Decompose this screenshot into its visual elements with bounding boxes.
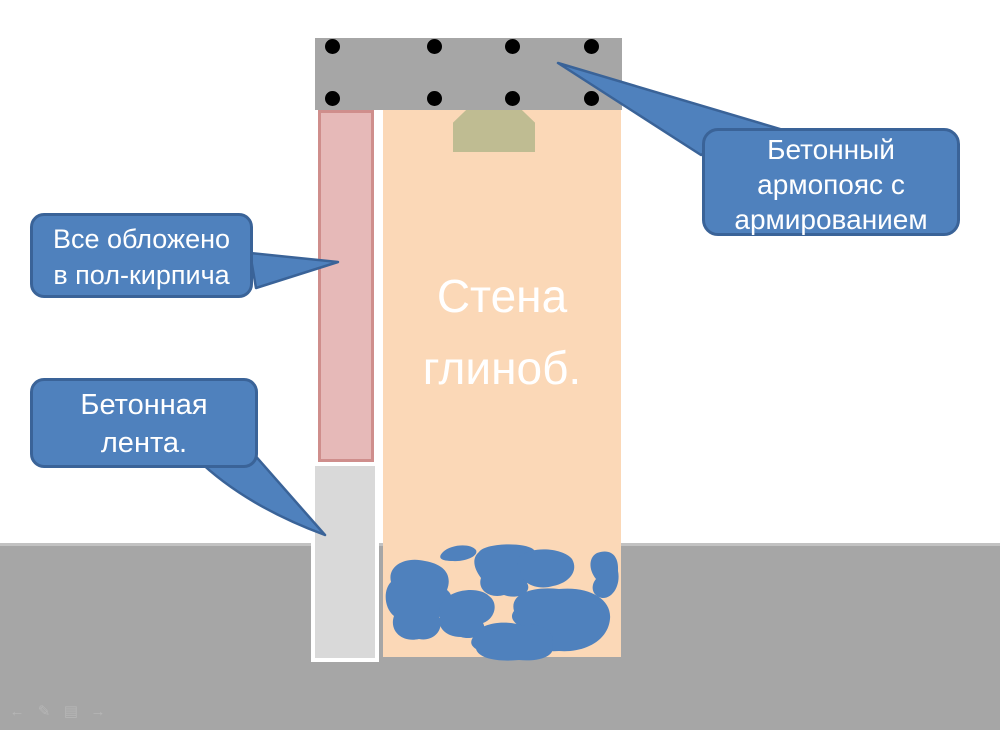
callout-armobelt: Бетонный армопояс с армированием xyxy=(702,128,960,236)
rebar-dot xyxy=(505,91,520,106)
rebar-dot xyxy=(325,91,340,106)
callout-strip-line1: Бетонная xyxy=(80,389,208,421)
callout-strip: Бетонная лента. xyxy=(30,378,258,468)
callout-brick-line2: в пол-кирпича xyxy=(53,260,230,290)
concrete-armobelt-beam xyxy=(315,38,622,110)
wall-label-line1: Стена xyxy=(436,270,568,322)
callout-armobelt-line3: армированием xyxy=(734,204,928,235)
rebar-dot xyxy=(427,91,442,106)
wall-label-line2: глиноб. xyxy=(422,342,582,394)
rebar-dot xyxy=(325,39,340,54)
brick-cladding-strip xyxy=(318,110,374,462)
stone xyxy=(440,545,477,562)
rebar-dot xyxy=(427,39,442,54)
stone-group xyxy=(385,544,619,661)
foundation-stones xyxy=(385,544,619,661)
rebar-dot xyxy=(505,39,520,54)
callout-brick: Все обложено в пол-кирпича xyxy=(30,213,253,298)
stone xyxy=(590,551,619,599)
wall-label: Стена глиноб. xyxy=(383,260,621,404)
stone xyxy=(517,549,575,588)
rebar-dot xyxy=(584,91,599,106)
stone xyxy=(471,622,553,661)
callout-armobelt-line2: армопояс с xyxy=(757,169,905,200)
callout-brick-line1: Все обложено xyxy=(52,224,231,254)
callout-strip-line2: лента. xyxy=(100,427,188,459)
presenter-controls: ← ✎ ▤ → xyxy=(8,703,107,721)
rebar-dot xyxy=(584,39,599,54)
slide-menu-icon[interactable]: ▤ xyxy=(63,703,79,720)
stone xyxy=(439,590,495,639)
previous-slide-icon[interactable]: ← xyxy=(9,703,25,720)
next-slide-icon[interactable]: → xyxy=(90,703,106,720)
lintel-block xyxy=(453,110,535,152)
stone xyxy=(385,559,453,640)
callout-armobelt-line1: Бетонный xyxy=(767,134,895,165)
pen-tool-icon[interactable]: ✎ xyxy=(37,703,51,720)
concrete-foundation-strip xyxy=(311,462,379,662)
